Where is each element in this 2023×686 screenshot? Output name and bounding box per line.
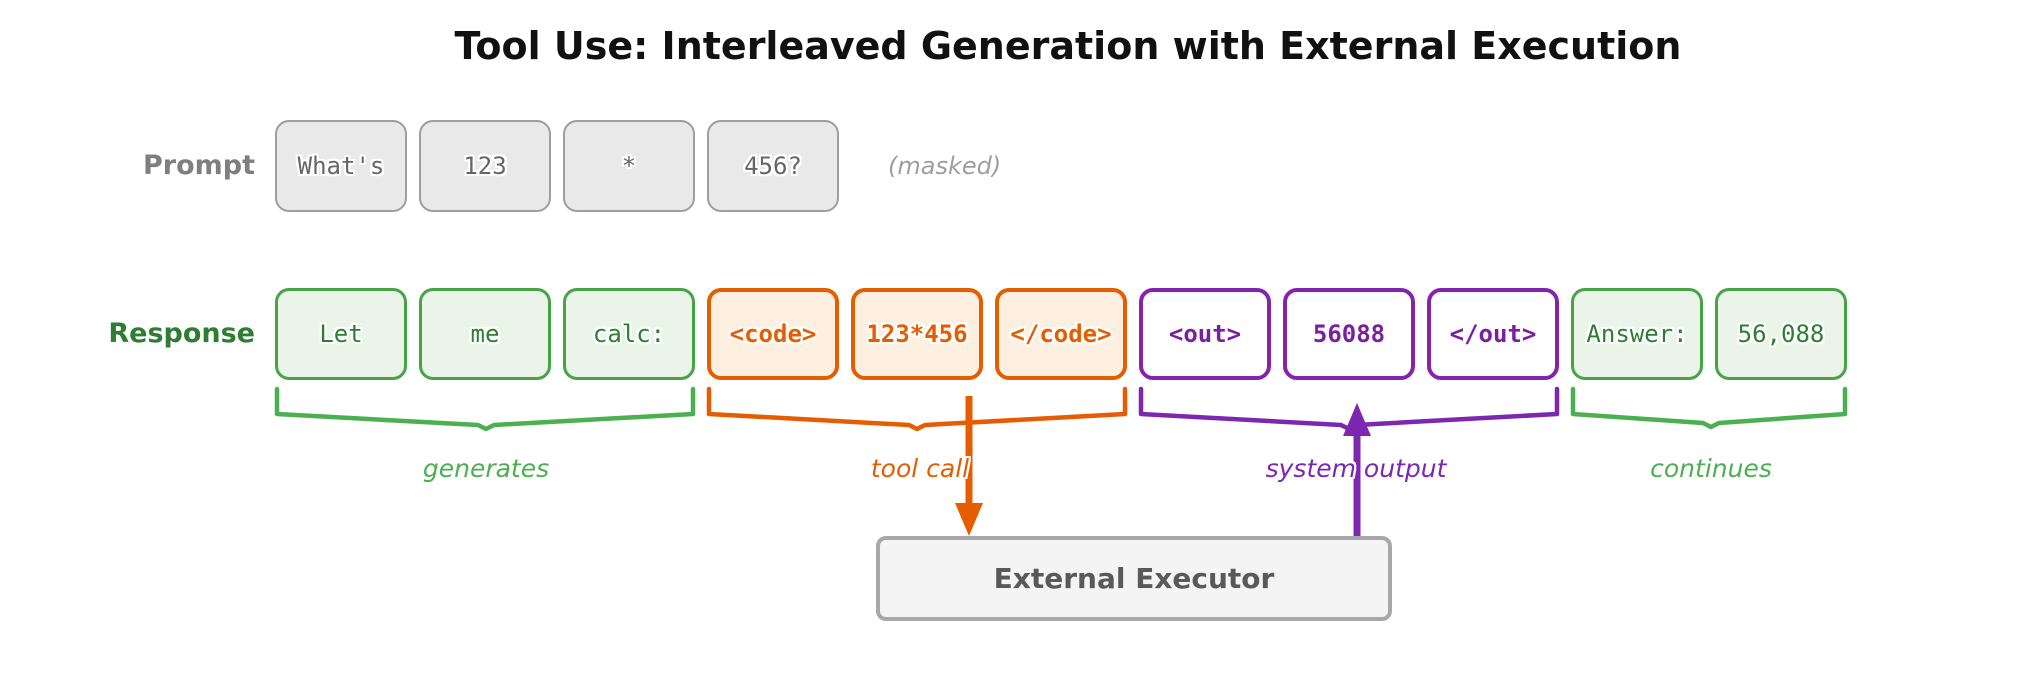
tool-call-label: tool call xyxy=(870,454,970,483)
response-token: </code> xyxy=(995,288,1127,380)
diagram-title: Tool Use: Interleaved Generation with Ex… xyxy=(454,24,1682,68)
response-token: <out> xyxy=(1139,288,1271,380)
system-output-label: system output xyxy=(1265,454,1447,483)
prompt-token: 456? xyxy=(707,120,839,212)
masked-note: (masked) xyxy=(888,152,1002,180)
response-token: 56,088 xyxy=(1715,288,1847,380)
response-token: me xyxy=(419,288,551,380)
system-output-arrowhead-icon xyxy=(1343,403,1371,436)
prompt-row-label: Prompt xyxy=(142,150,255,181)
response-token: Let xyxy=(275,288,407,380)
generates-brace xyxy=(274,386,696,432)
tool-call-brace xyxy=(706,386,1128,432)
response-token: 56088 xyxy=(1283,288,1415,380)
response-token: <code> xyxy=(707,288,839,380)
external-executor-box: External Executor xyxy=(876,536,1392,621)
response-row-label: Response xyxy=(108,318,255,349)
response-token: calc: xyxy=(563,288,695,380)
prompt-token: * xyxy=(563,120,695,212)
external-executor-label: External Executor xyxy=(993,562,1275,595)
response-token: Answer: xyxy=(1571,288,1703,380)
prompt-token: What's xyxy=(275,120,407,212)
response-token: </out> xyxy=(1427,288,1559,380)
tool-call-arrowhead-icon xyxy=(955,503,983,536)
prompt-token: 123 xyxy=(419,120,551,212)
generates-label: generates xyxy=(422,454,550,483)
continues-label: continues xyxy=(1650,454,1772,483)
response-token: 123*456 xyxy=(851,288,983,380)
continues-brace xyxy=(1570,386,1848,430)
